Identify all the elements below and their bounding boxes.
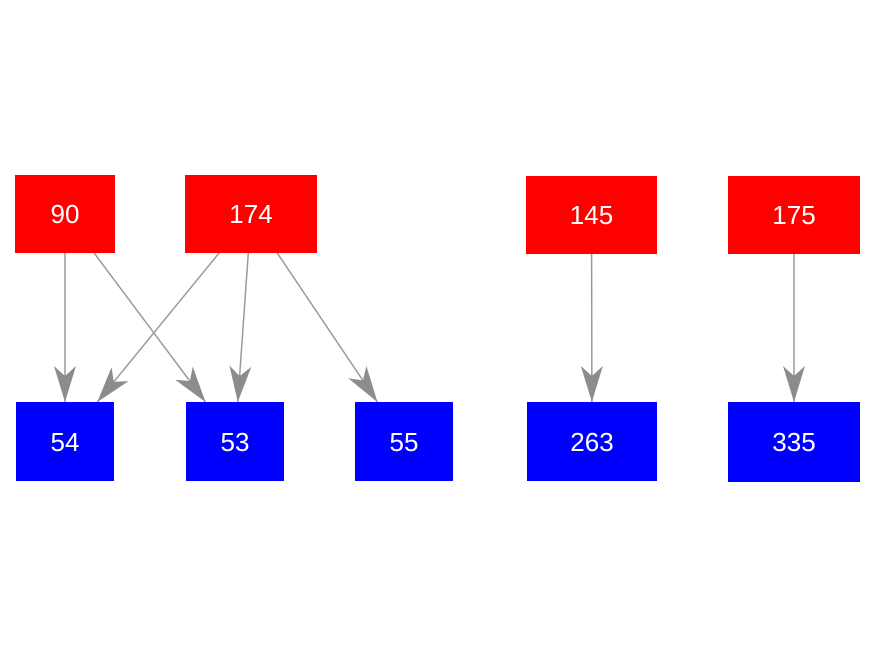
node-53: 53 (186, 402, 284, 481)
edge-90-53 (93, 252, 207, 403)
edge-174-55 (276, 252, 379, 403)
node-label: 55 (389, 426, 419, 457)
node-55: 55 (355, 402, 453, 481)
node-145: 145 (526, 176, 657, 254)
edge-group (54, 252, 805, 403)
node-label: 145 (569, 200, 614, 230)
node-label: 335 (772, 427, 816, 457)
node-label: 90 (50, 199, 80, 229)
node-263: 263 (527, 402, 657, 481)
node-label: 263 (570, 426, 614, 457)
node-335: 335 (728, 402, 860, 482)
node-label: 175 (772, 200, 816, 230)
edge-174-54 (96, 252, 220, 403)
node-54: 54 (16, 402, 114, 481)
edge-174-53 (229, 252, 252, 403)
node-label: 54 (50, 426, 80, 457)
node-label: 53 (220, 426, 250, 457)
node-90: 90 (15, 175, 115, 253)
node-label: 174 (229, 199, 273, 229)
node-174: 174 (185, 175, 317, 253)
node-175: 175 (728, 176, 860, 254)
